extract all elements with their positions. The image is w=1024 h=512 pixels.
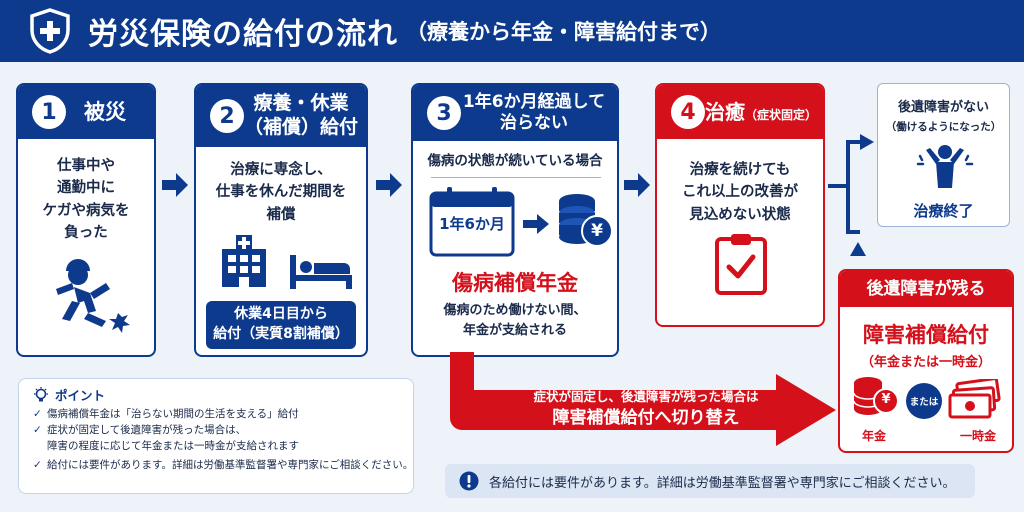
page-title: 労災保険の給付の流れ [88, 17, 398, 52]
step-3-number: 3 [427, 96, 461, 130]
step-2-header: 2 療養・休業 （補償）給付 [196, 85, 366, 147]
flow-arrow-2 [376, 173, 402, 197]
yen-symbol: ¥ [591, 221, 603, 241]
branch-arrows [828, 134, 874, 256]
point-item-continued: 障害の程度に応じて年金または一時金が支給されます [47, 439, 299, 452]
step-card-4: 4 治癒（症状固定） 治療を続けても これ以上の改善が 見込めない状態 [655, 83, 825, 327]
step-4-number: 4 [671, 95, 705, 129]
outcome-residual-disability: 後遺障害が残る 障害補償給付 （年金または一時金） ¥ または 年金 一時金 [838, 269, 1014, 453]
calendar-icon [429, 187, 515, 257]
point-item: ✓給付には要件があります。詳細は労働基準監督署や専門家にご相談ください。 [33, 458, 413, 474]
step-3-body: 傷病のため働けない間、 年金が支給される [443, 303, 587, 339]
calendar-label: 1年6か月 [439, 215, 505, 233]
step-card-3: 3 1年6か月経過して 治らない 傷病の状態が続いている場合 1年6か月 ¥ 傷… [411, 83, 619, 357]
step-3-benefit: 傷病補償年金 [452, 271, 578, 295]
option-pension: 年金 [861, 429, 886, 443]
residual-sub: （年金または一時金） [860, 355, 991, 370]
outcome-no-disability-sub: （働けるようになった） [885, 121, 1002, 133]
coins-yen-red-icon [853, 377, 899, 415]
step-3-title: 1年6か月経過して 治らない [462, 91, 606, 133]
step-1-header: 1 被災 [18, 85, 154, 139]
step-2-number: 2 [210, 99, 244, 133]
point-item: ✓傷病補償年金は「治らない期間の生活を支える」給付 [33, 407, 399, 423]
outcome-no-disability-label: 治療終了 [913, 202, 974, 220]
step-3-lead: 傷病の状態が続いている場合 [427, 153, 603, 169]
shield-plus-icon [30, 8, 70, 54]
step-card-1: 1 被災 仕事中や 通勤中に ケガや病気を 負った [16, 83, 156, 357]
transition-arrow [450, 352, 836, 446]
step-1-title: 被災 [84, 99, 126, 124]
hospital-icon [222, 235, 266, 287]
step-3-header: 3 1年6か月経過して 治らない [413, 85, 617, 141]
step-4-body: 治療を続けても これ以上の改善が 見込めない状態 [682, 162, 798, 223]
info-icon [459, 471, 479, 491]
coins-yen-icon [559, 194, 613, 247]
step-2-title: 療養・休業 （補償）給付 [244, 92, 359, 138]
step-4-header: 4 治癒（症状固定） [657, 85, 823, 139]
page-subtitle: （療養から年金・障害給付まで） [406, 20, 721, 44]
outcome-no-disability-title: 後遺障害がない [897, 100, 989, 115]
step-4-title: 治癒（症状固定） [705, 99, 818, 124]
points-box: ポイント ✓傷病補償年金は「治らない期間の生活を支える」給付 ✓症状が固定して後… [18, 378, 414, 494]
step-1-body: 仕事中や 通勤中に ケガや病気を 負った [42, 158, 130, 242]
transition-line-2: 障害補償給付へ切り替え [552, 407, 740, 428]
points-header: ポイント [33, 385, 399, 404]
transition-line-1: 症状が固定し、後遺障害が残った場合は [533, 389, 759, 404]
celebrating-person-icon [916, 145, 974, 188]
option-lump-sum: 一時金 [959, 429, 996, 443]
note-text: 各給付には要件があります。詳細は労働基準監督署や専門家にご相談ください。 [489, 475, 956, 491]
point-item: ✓症状が固定して後遺障害が残った場合は、 [33, 423, 399, 439]
step-card-2: 2 療養・休業 （補償）給付 治療に専念し、 仕事を休んだ期間を 補償 休業4日… [194, 83, 368, 357]
bed-patient-icon [290, 255, 352, 289]
arrow-right-icon [523, 214, 549, 234]
residual-header: 後遺障害が残る [840, 271, 1012, 307]
transition-text: 症状が固定し、後遺障害が残った場合は 障害補償給付へ切り替え [486, 388, 806, 429]
header-bar: 労災保険の給付の流れ （療養から年金・障害給付まで） [0, 0, 1024, 62]
flow-arrow-1 [162, 173, 188, 197]
check-icon: ✓ [33, 408, 42, 420]
step-2-body: 治療に専念し、 仕事を休んだ期間を 補償 [215, 162, 347, 223]
residual-title: 障害補償給付 [863, 323, 989, 347]
cash-stack-icon [948, 379, 1001, 419]
or-badge: または [906, 383, 942, 419]
check-icon: ✓ [33, 423, 42, 436]
lightbulb-icon [34, 386, 48, 401]
falling-worker-icon [56, 259, 130, 333]
outcome-no-disability: 後遺障害がない （働けるようになった） 治療終了 [877, 83, 1010, 227]
residual-yen-symbol: ¥ [881, 392, 891, 407]
step-2-payment-box: 休業4日目から 給付（実質8割補償） [206, 301, 356, 349]
check-icon: ✓ [33, 459, 42, 472]
clipboard-check-icon [715, 234, 767, 295]
note-bar: 各給付には要件があります。詳細は労働基準監督署や専門家にご相談ください。 [445, 464, 975, 498]
step-1-number: 1 [32, 95, 66, 129]
flow-arrow-3 [624, 173, 650, 197]
